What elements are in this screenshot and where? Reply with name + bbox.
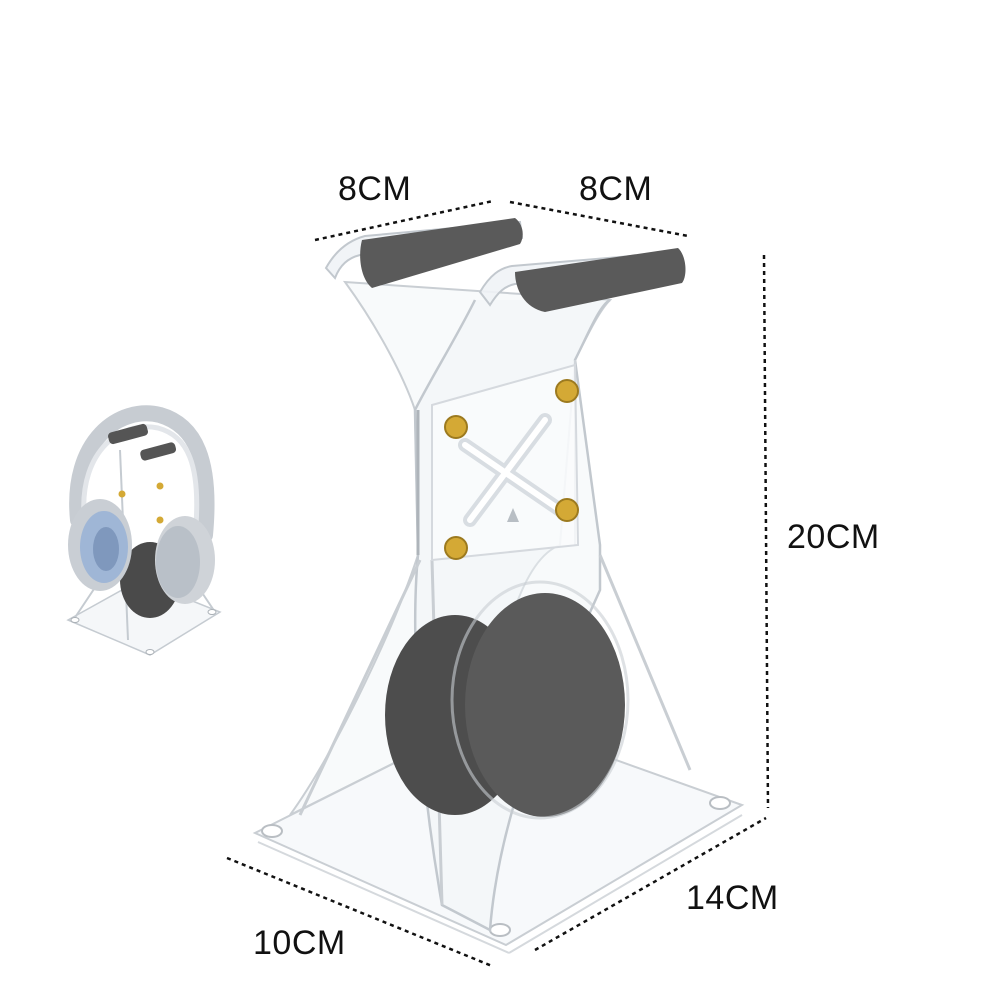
thumb-headband xyxy=(69,405,215,543)
screw xyxy=(555,498,579,522)
screws xyxy=(444,379,579,560)
dimension-label-height: 20CM xyxy=(787,518,880,556)
dim-line-height xyxy=(762,254,770,809)
frame-edge xyxy=(598,554,692,771)
base-hole xyxy=(261,824,283,838)
thumb-top-pad xyxy=(108,423,148,445)
dim-line-top-left xyxy=(314,199,494,242)
left-top-pad xyxy=(360,218,523,288)
dimension-label-width: 10CM xyxy=(253,924,346,962)
thumb-screw xyxy=(156,516,164,524)
right-top-pad xyxy=(515,248,686,312)
front-round-pad xyxy=(465,593,625,817)
thumb-screw xyxy=(118,490,126,498)
dim-line-top-right xyxy=(509,200,689,238)
pad-rim xyxy=(450,580,630,820)
thumb-screw xyxy=(156,482,164,490)
base-edge xyxy=(508,814,743,954)
frame-edge xyxy=(298,559,422,816)
thumb-base-hole xyxy=(145,649,155,655)
thumb-right-earcup-shade xyxy=(156,526,200,598)
thumb-base-hole xyxy=(70,617,80,623)
dimension-label-depth: 14CM xyxy=(686,879,779,917)
thumb-left-cushion-inner xyxy=(93,527,119,571)
acrylic-stand xyxy=(252,218,745,954)
x-brace-highlight xyxy=(462,417,563,523)
screw xyxy=(444,415,468,439)
headphones-on-stand-thumbnail xyxy=(66,405,222,656)
base-hole xyxy=(709,796,731,810)
brand-logo xyxy=(507,508,519,522)
dimension-label-top-left: 8CM xyxy=(338,170,412,208)
dimension-lines xyxy=(226,199,770,968)
base-hole xyxy=(489,923,511,937)
screw xyxy=(555,379,579,403)
thumb-top-pad xyxy=(140,442,177,461)
dimension-label-top-right: 8CM xyxy=(579,170,653,208)
screw xyxy=(444,536,468,560)
thumb-headband-inner xyxy=(81,424,200,526)
base-edge xyxy=(257,841,510,954)
thumb-base-hole xyxy=(207,609,217,615)
